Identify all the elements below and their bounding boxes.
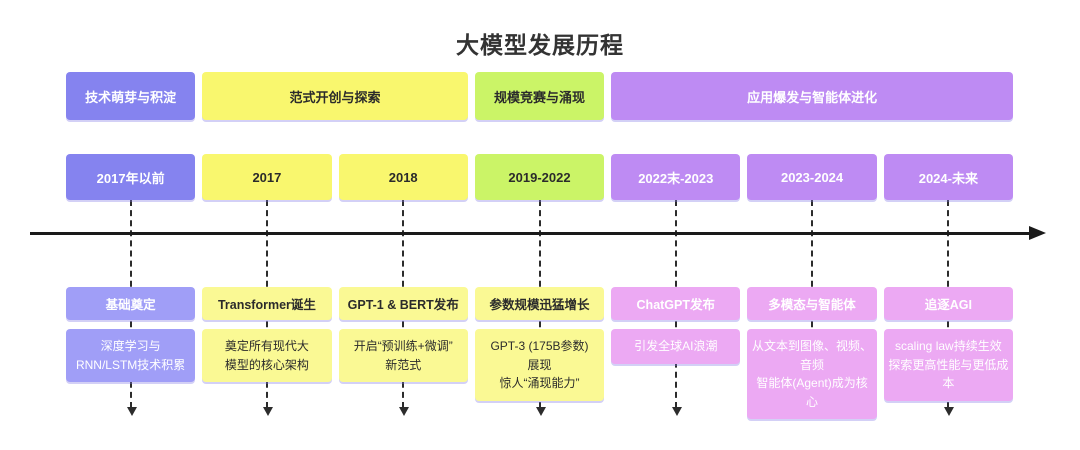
timeline-axis-arrow [30, 226, 1046, 240]
description-box: scaling law持续生效 探索更高性能与更低成本 [883, 329, 1013, 401]
phase-header: 规模竞赛与涌现 [474, 72, 605, 120]
event-box: GPT-1 & BERT发布 [338, 287, 468, 320]
event-box: 追逐AGI [883, 287, 1013, 320]
phase-header: 技术萌芽与积淀 [66, 72, 196, 120]
description-box: 从文本到图像、视频、音频 智能体(Agent)成为核心 [747, 329, 877, 420]
description-box: 深度学习与 RNN/LSTM技术积累 [66, 329, 196, 383]
year-box: 2017 [202, 154, 332, 200]
phase-header: 应用爆发与智能体进化 [611, 72, 1013, 120]
year-box: 2023-2024 [747, 154, 877, 200]
year-box: 2019-2022 [474, 154, 605, 200]
event-box: ChatGPT发布 [611, 287, 741, 320]
year-box: 2018 [338, 154, 468, 200]
event-box: Transformer诞生 [202, 287, 332, 320]
event-box: 基础奠定 [66, 287, 196, 320]
description-row: 深度学习与 RNN/LSTM技术积累 奠定所有现代大 模型的核心架构 开启“预训… [66, 329, 1013, 420]
event-box: 多模态与智能体 [747, 287, 877, 320]
year-row: 2017年以前 2017 2018 2019-2022 2022末-2023 2… [66, 154, 1013, 200]
description-box: 开启“预训练+微调” 新范式 [338, 329, 468, 383]
year-box: 2017年以前 [66, 154, 196, 200]
event-row: 基础奠定 Transformer诞生 GPT-1 & BERT发布 参数规模迅猛… [66, 287, 1013, 320]
phase-header-row: 技术萌芽与积淀 范式开创与探索 规模竞赛与涌现 应用爆发与智能体进化 [66, 72, 1013, 120]
event-box: 参数规模迅猛增长 [474, 287, 605, 320]
year-box: 2022末-2023 [611, 154, 741, 200]
description-box: 引发全球AI浪潮 [611, 329, 741, 364]
year-box: 2024-未来 [883, 154, 1013, 200]
page-title: 大模型发展历程 [456, 32, 624, 58]
phase-header: 范式开创与探索 [202, 72, 468, 120]
description-box: 奠定所有现代大 模型的核心架构 [202, 329, 332, 383]
description-box: GPT-3 (175B参数) 展现 惊人“涌现能力” [474, 329, 605, 401]
